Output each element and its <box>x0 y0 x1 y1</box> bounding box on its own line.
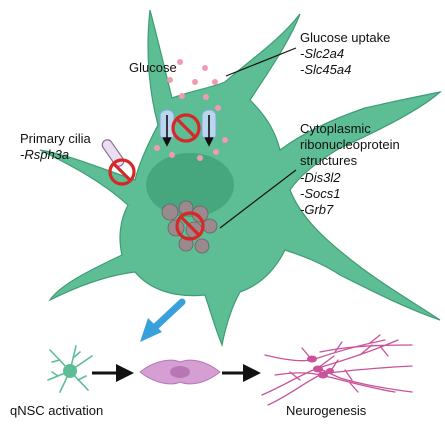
glucose-dot <box>179 93 185 99</box>
cell-outline <box>39 9 443 348</box>
glucose-uptake-gene: -Slc45a4 <box>300 62 351 77</box>
progenitor-cell <box>139 359 221 385</box>
glucose-dot <box>167 77 173 83</box>
rnp-title-line: structures <box>300 153 358 168</box>
qnsc-cell <box>47 345 93 393</box>
leader-line <box>219 169 297 229</box>
glucose-label: Glucose <box>129 60 177 75</box>
nucleus <box>146 153 234 217</box>
glucose-dot <box>177 59 183 65</box>
glucose-uptake-title: Glucose uptake <box>300 30 390 45</box>
glucose-molecules <box>154 59 228 161</box>
arrow-icon <box>140 298 186 342</box>
rnp-title-line: Cytoplasmic <box>300 121 371 136</box>
rnp-gene: -Grb7 <box>300 202 334 217</box>
glucose-dot <box>169 152 175 158</box>
glucose-dot <box>202 65 208 71</box>
no-entry-icon <box>171 113 201 143</box>
glucose-dot <box>154 145 160 151</box>
no-entry-icon <box>108 158 136 186</box>
glucose-dot <box>203 94 209 100</box>
leader-line <box>225 47 297 77</box>
glucose-dot <box>222 137 228 143</box>
glucose-dot <box>215 105 221 111</box>
glucose-transporter-icon <box>159 109 217 147</box>
glucose-dot <box>213 149 219 155</box>
glucose-dot <box>197 155 203 161</box>
neurogenesis-label: Neurogenesis <box>286 403 367 418</box>
primary-cilia-title: Primary cilia <box>20 131 92 146</box>
glucose-dot <box>192 79 198 85</box>
rnp-title-line: ribonucleoprotein <box>300 137 400 152</box>
qnsc-activation-label: qNSC activation <box>10 403 103 418</box>
rnp-gene: -Dis3l2 <box>300 170 341 185</box>
glucose-uptake-gene: -Slc2a4 <box>300 46 344 61</box>
no-entry-icon <box>175 211 205 241</box>
cell-body <box>39 9 443 348</box>
rnp-gene: -Socs1 <box>300 186 340 201</box>
neuron-somas <box>307 355 334 379</box>
primary-cilia-gene: -Rsph3a <box>20 147 69 162</box>
neuron-cluster <box>261 334 413 406</box>
glucose-dot <box>212 79 218 85</box>
